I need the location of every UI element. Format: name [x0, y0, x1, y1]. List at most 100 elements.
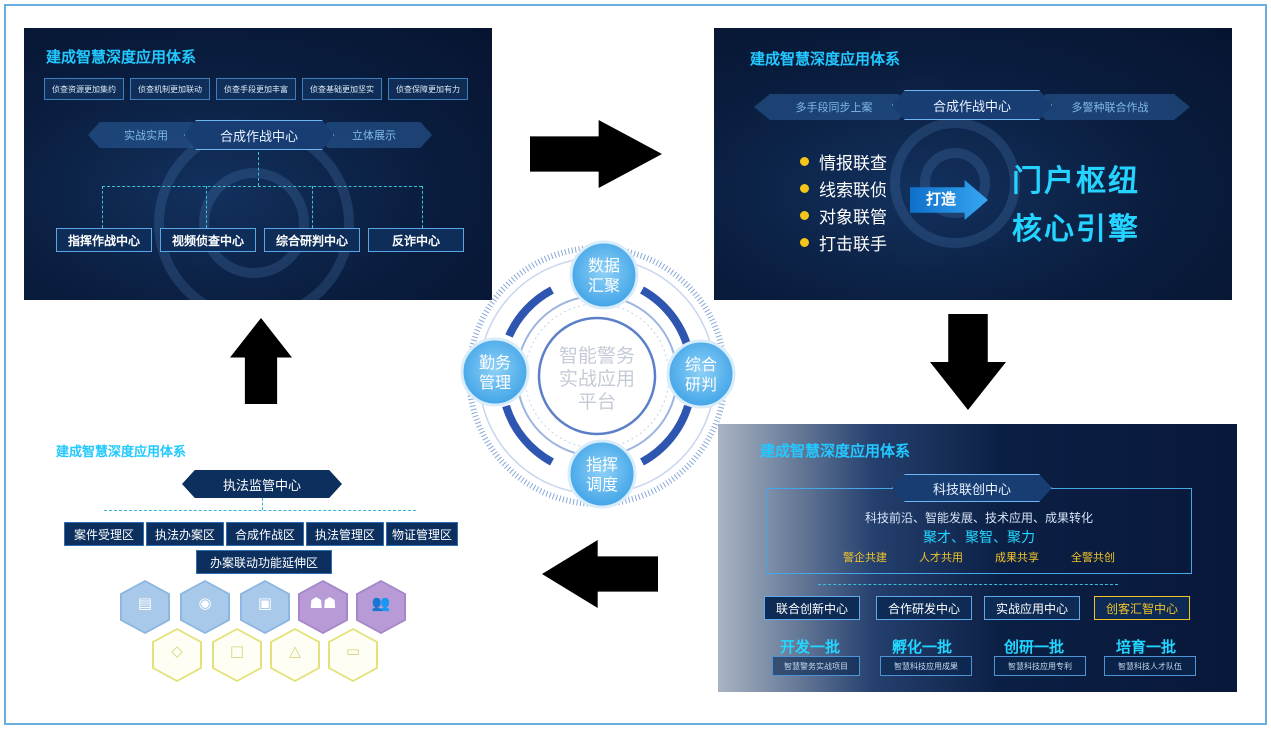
- outcome-incubate: 孵化一批: [892, 638, 953, 656]
- node-circle: [460, 337, 530, 407]
- arc-segment: [639, 286, 692, 350]
- tag-row: 侦查资源更加集约 侦查机制更加联动 侦查手段更加丰富 侦查基础更加坚实 侦查保障…: [44, 78, 468, 100]
- wheel-center-line1: 智能警务: [559, 345, 635, 367]
- build-label: 打造: [926, 190, 957, 208]
- label-display: 立体展示: [316, 122, 432, 148]
- summary-item: 全警共创: [1071, 551, 1115, 564]
- node-label: 数据: [588, 256, 620, 275]
- platform-wheel: 智能警务 实战应用 平台 数据 汇聚 综合 研判 指挥 调度 勤务 管理: [460, 240, 736, 509]
- group-icon: ☗☗: [309, 594, 337, 612]
- panel-tech-innovation: 建成智慧深度应用体系 科技前沿、智能发展、技术应用、成果转化 聚才、聚智、聚力 …: [718, 424, 1237, 692]
- function-hex: □: [212, 628, 262, 682]
- node-label: 综合: [685, 355, 717, 374]
- wheel-center-line2: 实战应用: [559, 368, 635, 390]
- tag: 侦查手段更加丰富: [216, 78, 296, 100]
- outcome-detail: 智慧科技应用专利: [994, 656, 1086, 676]
- zone-evidence-mgmt: 物证管理区: [386, 522, 458, 546]
- list-item: 对象联管: [800, 202, 887, 229]
- headline-portal-hub: 门户枢纽: [1012, 164, 1140, 199]
- node-label: 管理: [479, 373, 511, 392]
- arc-segment: [502, 404, 554, 466]
- summary-item: 人才共用: [919, 551, 963, 564]
- summary-item: 成果共享: [995, 551, 1039, 564]
- outcome-research: 创研一批: [1004, 638, 1065, 656]
- center-enforcement-hub: 执法监管中心: [182, 470, 342, 498]
- swirl-decoration: [920, 148, 990, 218]
- panel-combat-center: 建成智慧深度应用体系 侦查资源更加集约 侦查机制更加联动 侦查手段更加丰富 侦查…: [24, 28, 492, 300]
- service-icon: ◇: [171, 642, 183, 660]
- scan-icon: ◉: [198, 594, 212, 612]
- bullet-dot-icon: [800, 157, 809, 166]
- box-command-center: 指挥作战中心: [56, 228, 152, 252]
- building-icon: △: [289, 642, 301, 660]
- node-label: 研判: [685, 375, 717, 394]
- zone-combat: 合成作战区: [226, 522, 304, 546]
- function-hex: △: [270, 628, 320, 682]
- outcome-develop: 开发一批: [780, 638, 841, 656]
- list-item: 线索联侦: [800, 175, 887, 202]
- connector-line: [312, 186, 313, 228]
- box-maker-hub: 创客汇智中心: [1094, 596, 1190, 620]
- panel-title: 建成智慧深度应用体系: [750, 50, 901, 68]
- window-icon: □: [229, 642, 245, 660]
- node-comprehensive-analysis: 综合 研判: [666, 339, 736, 409]
- center-combat-hub: 合成作战中心: [184, 120, 334, 150]
- outer-frame: [4, 4, 1267, 725]
- label-multi-police: 多警种联合作战: [1030, 94, 1190, 120]
- list-item: 打击联手: [800, 229, 887, 256]
- box-anti-fraud-center: 反诈中心: [368, 228, 464, 252]
- node-data-aggregation: 数据 汇聚: [569, 240, 639, 310]
- panel-title: 建成智慧深度应用体系: [56, 445, 187, 460]
- bullet-text: 线索联侦: [819, 181, 887, 201]
- node-label: 指挥: [586, 455, 618, 474]
- outcome-detail: 智慧科技人才队伍: [1104, 656, 1196, 676]
- connector-line: [206, 186, 207, 228]
- function-hex: ☗☗: [298, 580, 348, 634]
- function-hex: 👥: [356, 580, 406, 634]
- panel-title: 建成智慧深度应用体系: [46, 48, 197, 66]
- bullet-dot-icon: [800, 184, 809, 193]
- connector-line: [102, 186, 422, 187]
- summary-line-3: 警企共建 人才共用 成果共享 全警共创: [767, 549, 1191, 565]
- panel-title: 建成智慧深度应用体系: [760, 442, 911, 460]
- connector-line: [262, 498, 263, 510]
- zone-enforcement-mgmt: 执法管理区: [306, 522, 384, 546]
- panel-core-engine: 建成智慧深度应用体系 多手段同步上案 多警种联合作战 合成作战中心 情报联查 线…: [714, 28, 1232, 300]
- center-tech-hub: 科技联创中心: [892, 474, 1052, 502]
- tag: 侦查资源更加集约: [44, 78, 124, 100]
- box-cooperative-rd: 合作研发中心: [876, 596, 972, 620]
- bullet-dot-icon: [800, 211, 809, 220]
- node-command-dispatch: 指挥 调度: [567, 439, 637, 509]
- bullet-text: 情报联查: [819, 154, 887, 174]
- core-ring: [537, 316, 657, 436]
- arc-segment: [640, 404, 692, 466]
- node-circle: [666, 339, 736, 409]
- arc-segment: [505, 286, 554, 338]
- bullet-list: 情报联查 线索联侦 对象联管 打击联手: [800, 148, 887, 256]
- people-icon: 👥: [371, 594, 391, 612]
- box-video-center: 视频侦查中心: [160, 228, 256, 252]
- node-duty-management: 勤务 管理: [460, 337, 530, 407]
- id-card-icon: ▣: [257, 594, 273, 612]
- connector-line: [258, 152, 259, 186]
- outcome-detail: 智慧警务实战项目: [772, 656, 860, 676]
- document-icon: ▤: [137, 594, 153, 612]
- label-practical: 实战实用: [88, 122, 204, 148]
- tag: 侦查保障更加有力: [388, 78, 468, 100]
- outcome-detail: 智慧科技应用成果: [880, 656, 972, 676]
- zone-case-intake: 案件受理区: [64, 522, 144, 546]
- node-circle: [569, 240, 639, 310]
- node-circle: [567, 439, 637, 509]
- summary-line-2: 聚才、聚智、聚力: [923, 530, 1035, 546]
- connector-line: [818, 584, 1118, 585]
- node-label: 调度: [586, 475, 618, 494]
- swirl-decoration: [890, 118, 1020, 248]
- bullet-text: 打击联手: [819, 235, 887, 255]
- box-practical-application: 实战应用中心: [984, 596, 1080, 620]
- node-label: 勤务: [479, 353, 511, 372]
- swirl-decoration: [199, 168, 309, 278]
- tag: 侦查机制更加联动: [130, 78, 210, 100]
- label-multi-means: 多手段同步上案: [754, 94, 914, 120]
- connector-line: [102, 186, 103, 228]
- tag: 侦查基础更加坚实: [302, 78, 382, 100]
